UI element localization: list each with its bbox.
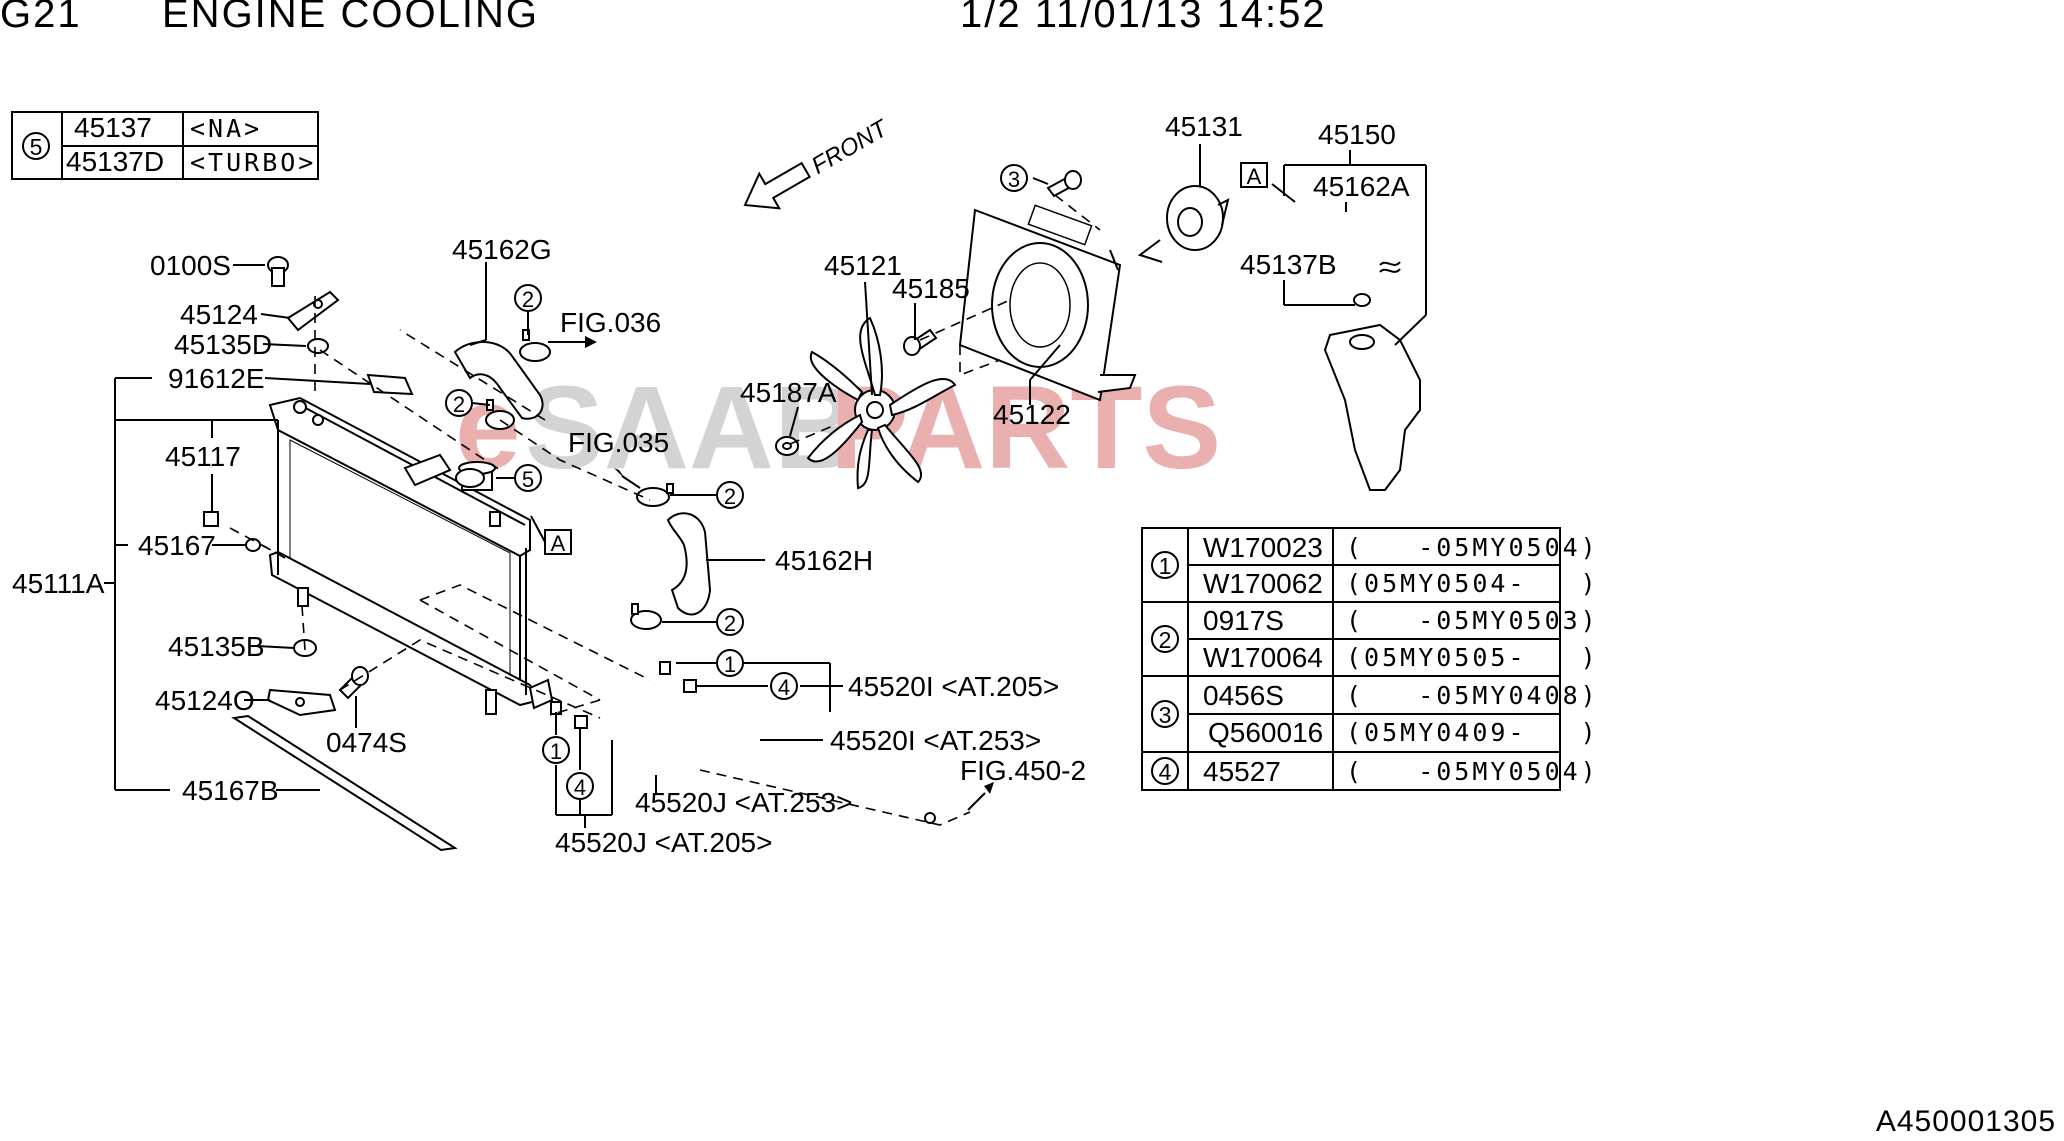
label-45520J-205: 45520J <AT.205> xyxy=(555,827,772,858)
diagram-circle-marks: 2 2 5 2 2 1 4 1 4 3 xyxy=(445,164,1028,800)
front-label: FRONT xyxy=(807,114,894,180)
section-code: G21 xyxy=(0,0,82,36)
variant-1-note-0: ( -05MY0504) xyxy=(1346,533,1599,562)
fan-motor xyxy=(1137,185,1230,263)
label-45185: 45185 xyxy=(892,273,970,304)
label-45135B: 45135B xyxy=(168,631,265,662)
variant-mark-2: 2 xyxy=(1159,627,1172,653)
svg-text:5: 5 xyxy=(522,467,534,492)
fan xyxy=(806,316,957,490)
label-0100S: 0100S xyxy=(150,250,231,281)
svg-text:3: 3 xyxy=(1008,167,1020,192)
variant-2-note-0: ( -05MY0503) xyxy=(1346,606,1599,635)
label-45520J-253: 45520J <AT.253> xyxy=(635,787,852,818)
watermark-saab: SAAB xyxy=(525,362,859,494)
drawing-code: A450001305 xyxy=(1875,1105,2056,1138)
svg-text:2: 2 xyxy=(724,611,736,636)
label-45162H: 45162H xyxy=(775,545,873,576)
label-45131: 45131 xyxy=(1165,111,1243,142)
label-0474S: 0474S xyxy=(326,727,407,758)
variant-1-part-1: W170062 xyxy=(1203,568,1323,599)
circle-mark-5 xyxy=(22,132,50,160)
label-45167B: 45167B xyxy=(182,775,279,806)
variant-mark-4: 4 xyxy=(1159,759,1172,785)
label-45121: 45121 xyxy=(824,250,902,281)
svg-text:4: 4 xyxy=(574,775,586,800)
table5-part-1: 45137D xyxy=(66,146,164,177)
table5-note-0: <NA> xyxy=(190,114,262,143)
watermark: e SAAB PARTS xyxy=(455,362,1221,494)
label-fig035: FIG.035 xyxy=(568,427,669,458)
variant-2-part-1: W170064 xyxy=(1203,642,1323,673)
label-91612E: 91612E xyxy=(168,363,265,394)
svg-text:1: 1 xyxy=(550,739,562,764)
label-fig450-2: FIG.450-2 xyxy=(960,755,1086,786)
variant-3-part-1: Q560016 xyxy=(1208,717,1323,748)
variant-mark-3: 3 xyxy=(1159,702,1172,728)
variant-4-part-0: 45527 xyxy=(1203,756,1281,787)
table5-mark: 5 xyxy=(30,134,43,160)
radiator xyxy=(268,396,554,715)
label-45111A: 45111A xyxy=(12,568,105,599)
svg-text:1: 1 xyxy=(724,652,736,677)
label-fig036: FIG.036 xyxy=(560,307,661,338)
label-45124: 45124 xyxy=(180,299,258,330)
label-45135D: 45135D xyxy=(174,329,272,360)
page-info: 1/2 11/01/13 14:52 xyxy=(960,0,1327,36)
table5-part-0: 45137 xyxy=(74,112,152,143)
reservoir xyxy=(1292,200,1421,491)
variant-mark-1: 1 xyxy=(1159,553,1172,579)
label-45124O: 45124O xyxy=(155,685,255,716)
front-arrow: FRONT xyxy=(743,114,894,210)
label-45150: 45150 xyxy=(1318,119,1396,150)
label-45162G: 45162G xyxy=(452,234,552,265)
variant-2-part-0: 0917S xyxy=(1203,605,1284,636)
variant-1-note-1: (05MY0504- ) xyxy=(1346,569,1599,598)
label-45122: 45122 xyxy=(993,399,1071,430)
variant-2-note-1: (05MY0505- ) xyxy=(1346,643,1599,672)
leader-lines xyxy=(104,144,1427,828)
box-marks: A A xyxy=(544,162,1268,556)
table-45137: 5 45137 45137D <NA> <TURBO> xyxy=(11,111,319,180)
svg-text:2: 2 xyxy=(724,484,736,509)
variant-3-note-0: ( -05MY0408) xyxy=(1346,681,1599,710)
label-45187A: 45187A xyxy=(740,377,837,408)
section-title: ENGINE COOLING xyxy=(162,0,539,36)
svg-text:A: A xyxy=(1247,164,1262,189)
label-45117: 45117 xyxy=(165,441,241,472)
label-45167: 45167 xyxy=(138,530,216,561)
variant-1-part-0: W170023 xyxy=(1203,532,1323,563)
variant-3-part-0: 0456S xyxy=(1203,680,1284,711)
variant-3-note-1: (05MY0409- ) xyxy=(1346,718,1599,747)
svg-text:2: 2 xyxy=(522,287,534,312)
table5-note-1: <TURBO> xyxy=(190,148,316,177)
label-45520I-253: 45520I <AT.253> xyxy=(830,725,1041,756)
label-45137B: 45137B xyxy=(1240,249,1337,280)
label-45520I-205: 45520I <AT.205> xyxy=(848,671,1059,702)
watermark-parts: PARTS xyxy=(830,362,1221,494)
svg-text:A: A xyxy=(551,531,566,556)
table-variants: 1 W170023 W170062 ( -05MY0504) (05MY0504… xyxy=(1141,527,1599,791)
variant-4-note-0: ( -05MY0504) xyxy=(1346,757,1599,786)
part-labels: 0100S 45124 45135D 91612E 45117 45167 45… xyxy=(12,111,1410,858)
svg-text:2: 2 xyxy=(453,392,465,417)
label-45162A: 45162A xyxy=(1313,171,1410,202)
svg-text:4: 4 xyxy=(778,675,790,700)
